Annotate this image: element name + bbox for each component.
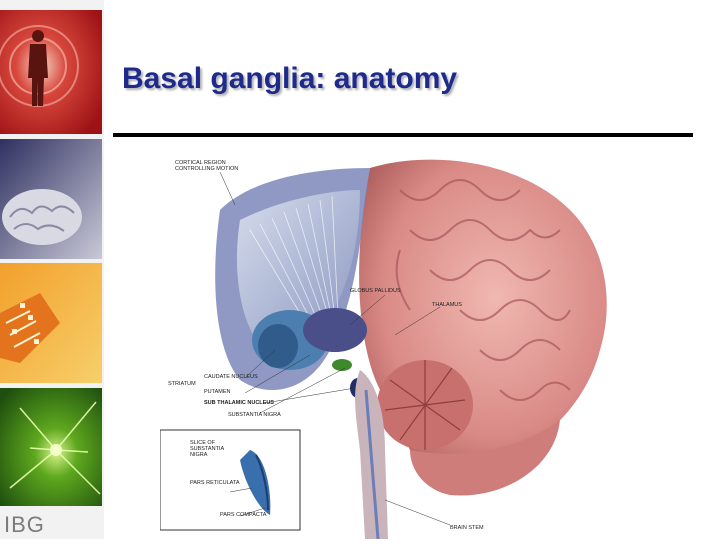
slide-title: Basal ganglia: anatomy [122, 62, 458, 95]
sidebar-image-strip: IBG [0, 0, 104, 539]
brain-icon [0, 139, 102, 259]
human-figure-icon [0, 10, 102, 134]
sidebar-tile-neuron [0, 388, 102, 506]
label-putamen: PUTAMEN [204, 389, 231, 395]
label-cortical-region: CORTICAL REGION CONTROLLING MOTION [175, 160, 239, 172]
label-striatum: STRIATUM [168, 381, 196, 387]
brain-cross-section-image [159, 159, 607, 540]
ibg-logo-text: IBG [4, 512, 45, 537]
label-caudate-nucleus: CAUDATE NUCLEUS [204, 374, 258, 380]
sidebar-tile-human [0, 10, 102, 134]
label-pars-compacta: PARS COMPACTA [220, 512, 267, 518]
label-thalamus: THALAMUS [432, 302, 462, 308]
label-subthalamic-nucleus: SUB THALAMIC NUCLEUS [204, 400, 274, 406]
label-inset-slice: SLICE OF SUBSTANTIA NIGRA [190, 440, 225, 458]
brain-illustration: CORTICAL REGION CONTROLLING MOTION GLOBU… [159, 150, 620, 540]
circuit-board-icon [0, 263, 102, 383]
label-globus-pallidus: GLOBUS PALLIDUS [350, 288, 401, 294]
label-brain-stem: BRAIN STEM [450, 525, 484, 531]
label-pars-reticulata: PARS RETICULATA [190, 480, 240, 486]
title-divider [113, 133, 693, 137]
sidebar-tile-circuit [0, 263, 102, 383]
label-substantia-nigra: SUBSTANTIA NIGRA [228, 412, 281, 418]
neuron-icon [0, 388, 102, 506]
sidebar-tile-brain [0, 139, 102, 259]
